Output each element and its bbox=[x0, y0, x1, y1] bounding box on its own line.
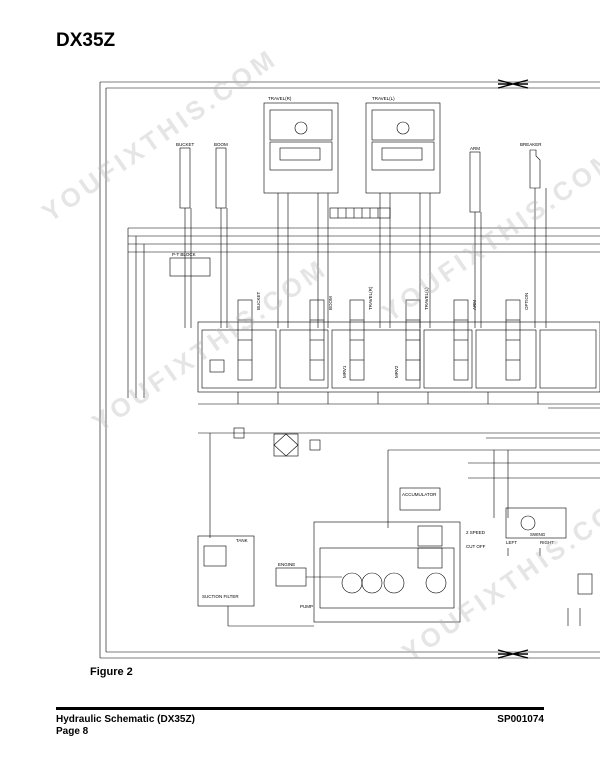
label-swing: SWING bbox=[530, 532, 546, 537]
label-pump: PUMP bbox=[300, 604, 313, 609]
spool-label-option: OPTION bbox=[524, 293, 529, 310]
label-bucket: BUCKET bbox=[176, 142, 195, 147]
label-boom: BOOM bbox=[214, 142, 228, 147]
label-pt-block: P-T BLOCK bbox=[172, 252, 196, 257]
label-right: RIGHT bbox=[540, 540, 554, 545]
label-accumulator: ACCUMULATOR bbox=[402, 492, 437, 497]
footer-doc-title: Hydraulic Schematic (DX35Z) bbox=[56, 714, 195, 725]
footer-page-number: Page 8 bbox=[56, 726, 89, 737]
label-arm: ARM bbox=[470, 146, 480, 151]
label-mrv2: MRV2 bbox=[394, 365, 399, 378]
hydraulic-schematic: TRAVEL(R) TRAVEL(L) BUCKET BOOM ARM BREA… bbox=[99, 79, 600, 659]
footer-doc-number: SP001074 bbox=[497, 714, 544, 725]
spool-label-boom: BOOM bbox=[328, 296, 333, 310]
label-breaker: BREAKER bbox=[520, 142, 542, 147]
label-speed: 2 SPEED bbox=[466, 530, 486, 535]
label-engine: ENGINE bbox=[278, 562, 295, 567]
label-left: LEFT bbox=[506, 540, 517, 545]
footer-left: Hydraulic Schematic (DX35Z) Page 8 bbox=[56, 714, 195, 738]
spool-label-bucket: BUCKET bbox=[256, 291, 261, 310]
label-suction-filter: SUCTION FILTER bbox=[202, 594, 239, 599]
figure-caption: Figure 2 bbox=[90, 666, 133, 678]
spool-label-travel-l: TRAVEL(L) bbox=[424, 287, 429, 310]
label-mrv1: MRV1 bbox=[342, 365, 347, 378]
label-travel-l: TRAVEL(L) bbox=[372, 96, 395, 101]
label-cut-off: CUT OFF bbox=[466, 544, 486, 549]
spool-label-travel-r: TRAVEL(R) bbox=[368, 286, 373, 310]
label-tank: TANK bbox=[236, 538, 248, 543]
label-travel-r: TRAVEL(R) bbox=[268, 96, 292, 101]
spool-label-arm: ARM bbox=[472, 300, 477, 310]
footer-rule bbox=[56, 707, 544, 710]
page-title: DX35Z bbox=[56, 30, 116, 51]
